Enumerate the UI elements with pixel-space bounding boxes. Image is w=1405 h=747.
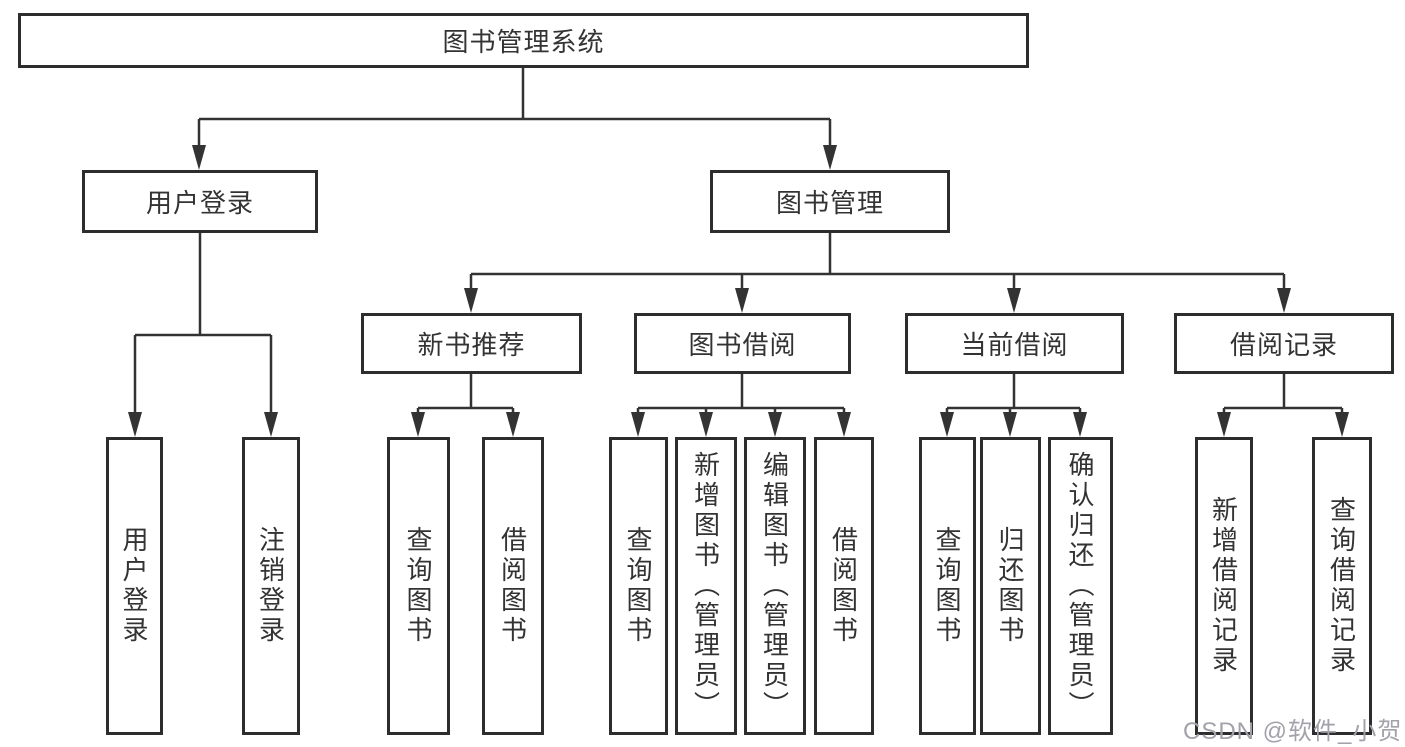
- leaf-borrow-books-recommend: 借阅图书: [482, 437, 544, 735]
- leaf-user-login: 用户登录: [106, 437, 163, 735]
- csdn-watermark: CSDN @软件_小贺同学: [1183, 718, 1403, 745]
- leaf-query-books-recommend: 查询图书: [387, 437, 450, 735]
- leaf-add-book-admin: 新增图书（管理员）: [675, 437, 737, 735]
- arrowheads: [128, 145, 1349, 437]
- node-book-management: 图书管理: [710, 170, 950, 233]
- node-user-login: 用户登录: [82, 170, 318, 233]
- leaf-query-books-borrowing: 查询图书: [609, 437, 668, 735]
- leaf-edit-book-admin: 编辑图书（管理员）: [744, 437, 806, 735]
- node-borrowing-records: 借阅记录: [1174, 313, 1394, 374]
- node-current-borrowing: 当前借阅: [905, 313, 1124, 374]
- leaf-query-books-current: 查询图书: [919, 437, 976, 735]
- leaf-logout: 注销登录: [242, 437, 300, 735]
- leaf-add-borrow-record: 新增借阅记录: [1195, 437, 1253, 735]
- leaf-query-borrow-record: 查询借阅记录: [1312, 437, 1372, 735]
- node-book-borrowing: 图书借阅: [634, 313, 851, 374]
- leaf-confirm-return-admin: 确认归还（管理员）: [1048, 437, 1113, 735]
- node-library-management-system: 图书管理系统: [18, 13, 1029, 68]
- node-new-book-recommend: 新书推荐: [361, 313, 582, 374]
- leaf-borrow-books-borrowing: 借阅图书: [814, 437, 874, 735]
- leaf-return-books: 归还图书: [980, 437, 1041, 735]
